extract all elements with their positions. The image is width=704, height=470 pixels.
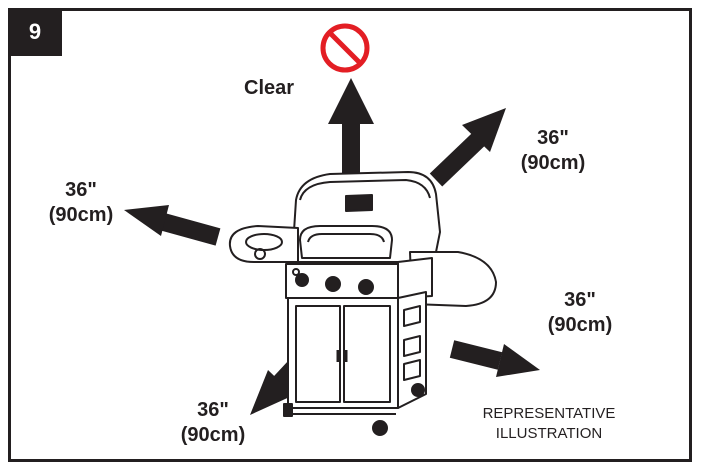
clear-label: Clear [244,77,295,99]
arrow-right-icon [449,340,540,377]
right-cm: (90cm) [547,314,613,336]
left-clearance-label: 36" (90cm) [36,178,126,228]
right-clearance-label: 36" (90cm) [530,288,630,338]
representative-illustration-note: REPRESENTATIVE ILLUSTRATION [474,404,624,444]
bottom-left-cm: (90cm) [180,424,246,446]
right-inches: 36" [564,289,596,311]
no-symbol-icon [320,23,370,73]
step-number-badge: 9 [8,8,62,56]
note-line-1: REPRESENTATIVE [482,405,616,422]
top-right-clearance-label: 36" (90cm) [508,126,598,176]
arrow-up-right-icon [429,108,506,187]
left-inches: 36" [65,179,97,201]
top-right-inches: 36" [537,127,569,149]
gas-grill-illustration [228,171,497,436]
bottom-left-inches: 36" [197,399,229,421]
bottom-left-clearance-label: 36" (90cm) [168,398,258,448]
left-cm: (90cm) [48,204,114,226]
top-right-cm: (90cm) [520,152,586,174]
note-line-2: ILLUSTRATION [495,425,603,442]
arrow-left-icon [124,205,221,246]
arrow-up-icon [328,78,374,188]
